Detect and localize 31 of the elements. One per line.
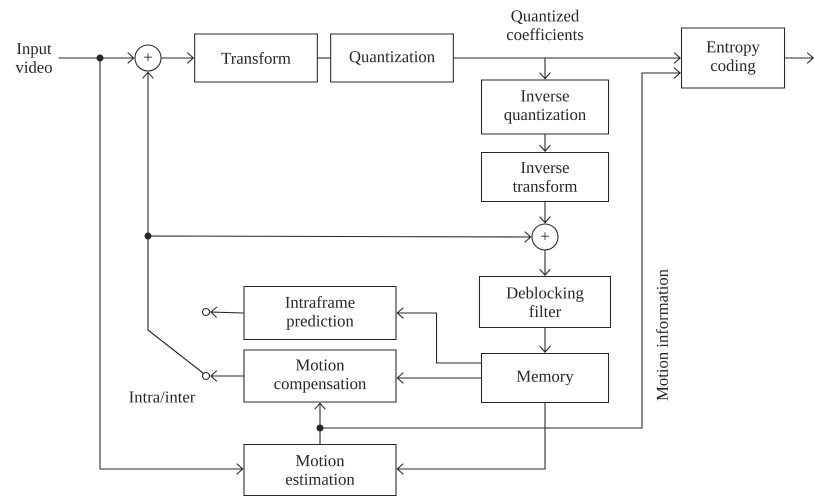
process-box: Inverse quantization [480,79,610,135]
switch-terminal [202,372,210,380]
arrow [396,403,546,475]
arrow [539,250,551,276]
process-box: Quantization [330,33,454,83]
process-box: Deblocking filter [478,276,612,328]
input-label: Input video [16,43,52,73]
edge-label: Quantized coefficients [506,10,584,40]
switch-terminal [202,308,210,316]
arrow [396,307,481,364]
arrow [539,202,551,224]
process-box: Entropy coding [680,27,786,89]
arrow [539,328,551,353]
arrow [396,372,481,384]
arrow [162,52,194,64]
process-box: Intraframe prediction [243,286,397,340]
arrow [210,370,244,382]
process-box: Motion estimation [243,444,397,496]
arrow [539,134,551,152]
arrow [147,231,532,374]
process-box: Memory [480,352,610,404]
arrow [58,57,244,475]
process-box: Motion compensation [243,349,397,403]
arrow [785,52,814,64]
arrow [319,67,681,444]
arrow [210,306,244,318]
process-box: Inverse transform [480,152,610,202]
edge-label: Motion information [656,269,668,400]
arrow [454,57,551,80]
process-box: Transform [194,33,318,83]
switch-label: Intra/inter [129,391,196,403]
